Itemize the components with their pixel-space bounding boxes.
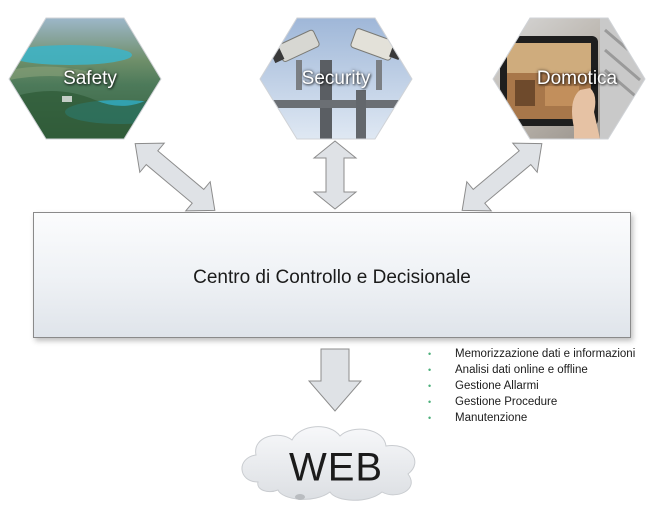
bullet-icon: • <box>428 381 432 391</box>
feature-list: •Memorizzazione dati e informazioni •Ana… <box>428 346 635 426</box>
list-item: •Analisi dati online e offline <box>428 364 588 376</box>
web-cloud <box>241 426 416 501</box>
arrow-safety-center <box>134 142 216 212</box>
domotica-label: Domotica <box>536 68 618 89</box>
list-item: •Gestione Procedure <box>428 396 558 408</box>
safety-label: Safety <box>63 68 117 89</box>
control-center-title: Centro di Controllo e Decisionale <box>193 267 471 288</box>
web-label: WEB <box>288 445 384 490</box>
list-item: •Manutenzione <box>428 412 528 424</box>
bullet-icon: • <box>428 397 432 407</box>
arrow-domotica-center <box>461 142 543 212</box>
arrow-center-web <box>307 348 363 412</box>
list-item: •Gestione Allarmi <box>428 380 539 392</box>
bullet-icon: • <box>428 349 432 359</box>
control-center-box: Centro di Controllo e Decisionale <box>33 212 631 338</box>
security-label: Security <box>301 68 371 89</box>
arrow-security-center <box>312 140 358 210</box>
list-item: •Memorizzazione dati e informazioni <box>428 348 636 360</box>
bullet-icon: • <box>428 365 432 375</box>
bullet-icon: • <box>428 413 432 423</box>
